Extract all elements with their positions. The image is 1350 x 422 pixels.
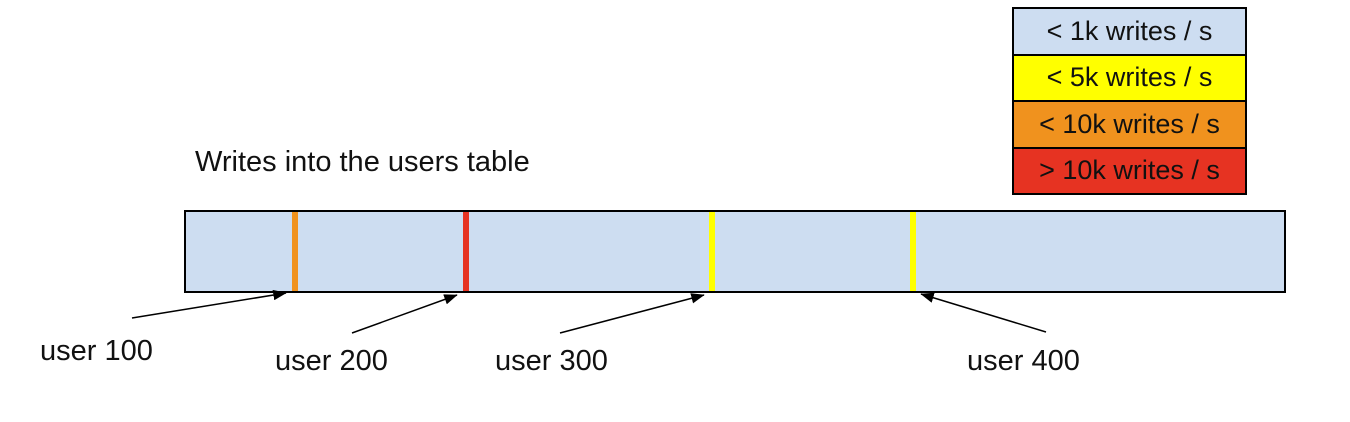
marker-user-200 xyxy=(462,212,469,291)
legend-item-lt-1k-label: < 1k writes / s xyxy=(1046,15,1213,46)
legend-item-lt-5k: < 5k writes / s xyxy=(1014,53,1245,100)
marker-user-300 xyxy=(708,212,715,291)
arrow-user-300 xyxy=(559,293,705,334)
legend-item-lt-1k: < 1k writes / s xyxy=(1014,9,1245,54)
users-table-bar xyxy=(184,210,1286,293)
write-rate-legend: < 1k writes / s < 5k writes / s < 10k wr… xyxy=(1012,7,1247,195)
label-user-300: user 300 xyxy=(495,345,608,377)
arrow-user-100 xyxy=(131,289,287,319)
label-user-100: user 100 xyxy=(40,335,153,367)
diagram-title: Writes into the users table xyxy=(195,146,530,178)
label-user-200: user 200 xyxy=(275,345,388,377)
arrow-user-400 xyxy=(920,292,1047,333)
marker-user-100 xyxy=(291,212,298,291)
legend-item-lt-10k: < 10k writes / s xyxy=(1014,100,1245,147)
legend-item-gt-10k: > 10k writes / s xyxy=(1014,146,1245,193)
legend-item-gt-10k-label: > 10k writes / s xyxy=(1039,155,1220,186)
legend-item-lt-5k-label: < 5k writes / s xyxy=(1046,62,1213,93)
arrow-user-200 xyxy=(351,294,458,334)
label-user-400: user 400 xyxy=(967,345,1080,377)
legend-item-lt-10k-label: < 10k writes / s xyxy=(1039,108,1220,139)
marker-user-400 xyxy=(909,212,916,291)
